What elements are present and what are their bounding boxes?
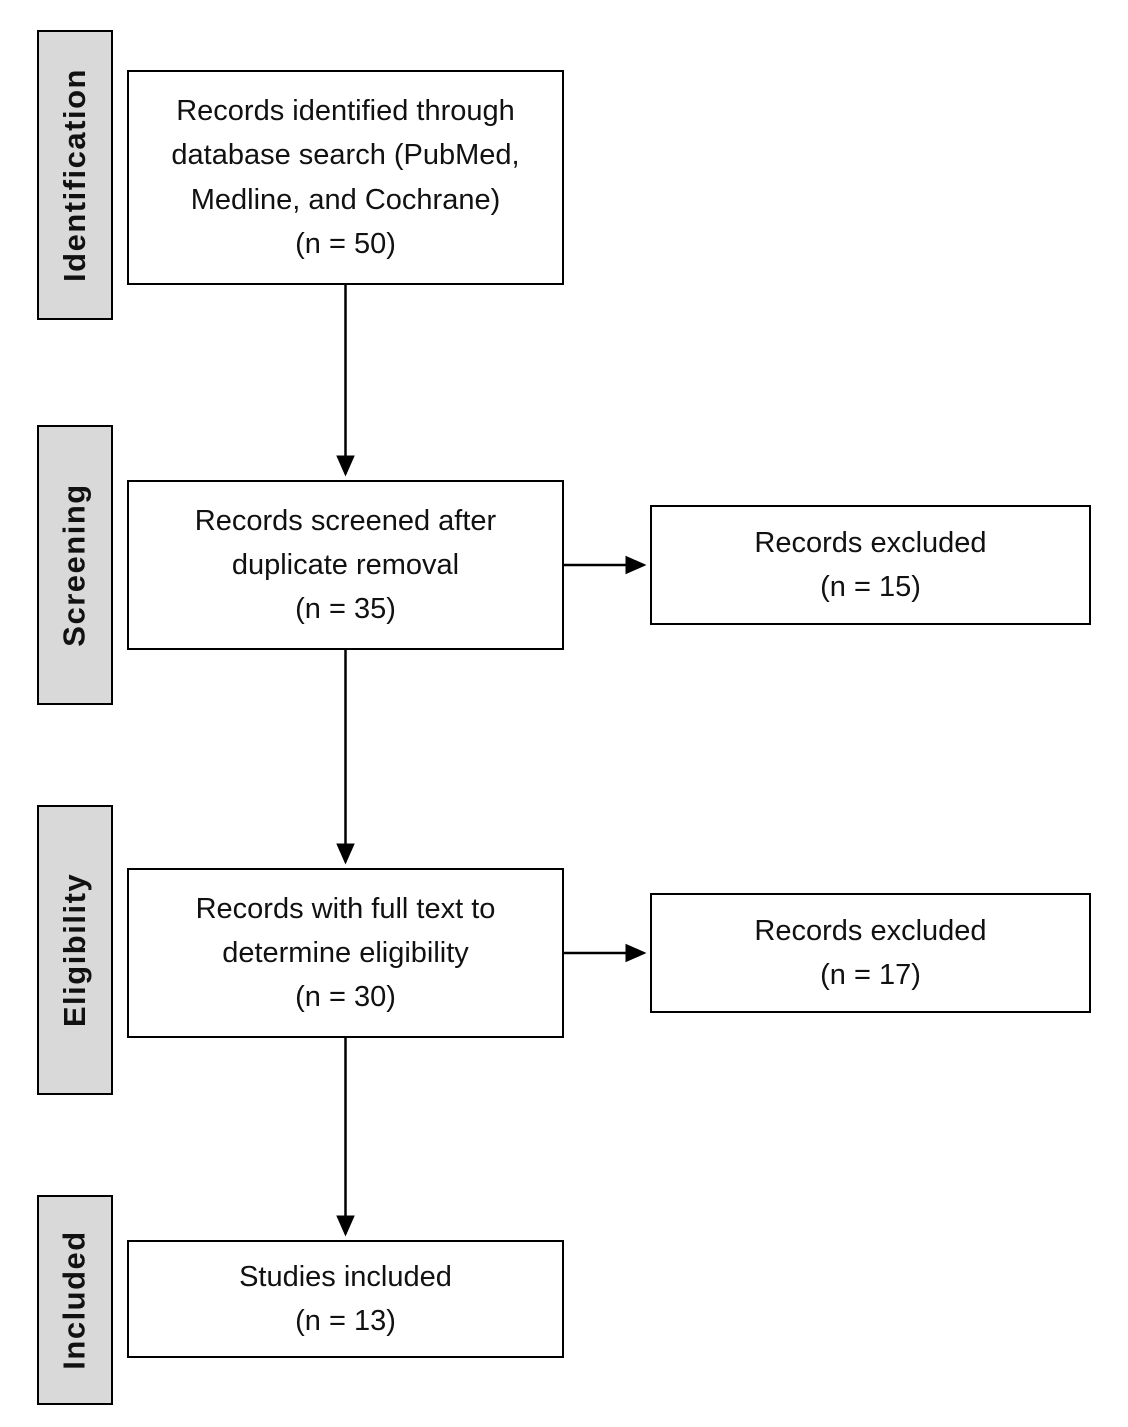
stage-label-included-text: Included — [57, 1230, 93, 1370]
box-text-line: duplicate removal — [231, 548, 460, 581]
box-text-line: Records excluded — [754, 526, 987, 559]
stage-label-identification-text: Identification — [57, 68, 93, 282]
box-count-line: (n = 30) — [295, 981, 396, 1014]
stage-label-eligibility-text: Eligibility — [57, 872, 93, 1028]
box-count-line: (n = 13) — [295, 1305, 396, 1337]
box-count-line: (n = 35) — [295, 593, 396, 626]
stage-label-screening: Screening — [37, 425, 113, 705]
box-records-excluded-screening: Records excluded (n = 15) — [650, 505, 1091, 625]
box-count-line: (n = 17) — [820, 959, 921, 991]
box-count-line: (n = 15) — [820, 571, 921, 603]
box-count-line: (n = 50) — [295, 227, 396, 260]
box-text-line: Records identified through — [176, 95, 515, 128]
stage-label-eligibility: Eligibility — [37, 805, 113, 1095]
box-text-line: determine eligibility — [222, 936, 469, 969]
box-studies-included: Studies included (n = 13) — [127, 1240, 564, 1358]
box-records-screened: Records screened after duplicate removal… — [127, 480, 564, 650]
box-text-line: database search (PubMed, — [171, 139, 520, 172]
stage-label-screening-text: Screening — [57, 483, 93, 647]
box-records-identified: Records identified through database sear… — [127, 70, 564, 285]
stage-label-identification: Identification — [37, 30, 113, 320]
box-text-line: Records screened after — [194, 504, 497, 537]
box-text-line: Records with full text to — [195, 892, 496, 925]
box-text-line: Medline, and Cochrane) — [190, 183, 501, 216]
box-records-excluded-eligibility: Records excluded (n = 17) — [650, 893, 1091, 1013]
stage-label-included: Included — [37, 1195, 113, 1405]
box-records-full-text: Records with full text to determine elig… — [127, 868, 564, 1038]
box-text-line: Records excluded — [754, 914, 987, 947]
box-text-line: Studies included — [239, 1260, 452, 1293]
